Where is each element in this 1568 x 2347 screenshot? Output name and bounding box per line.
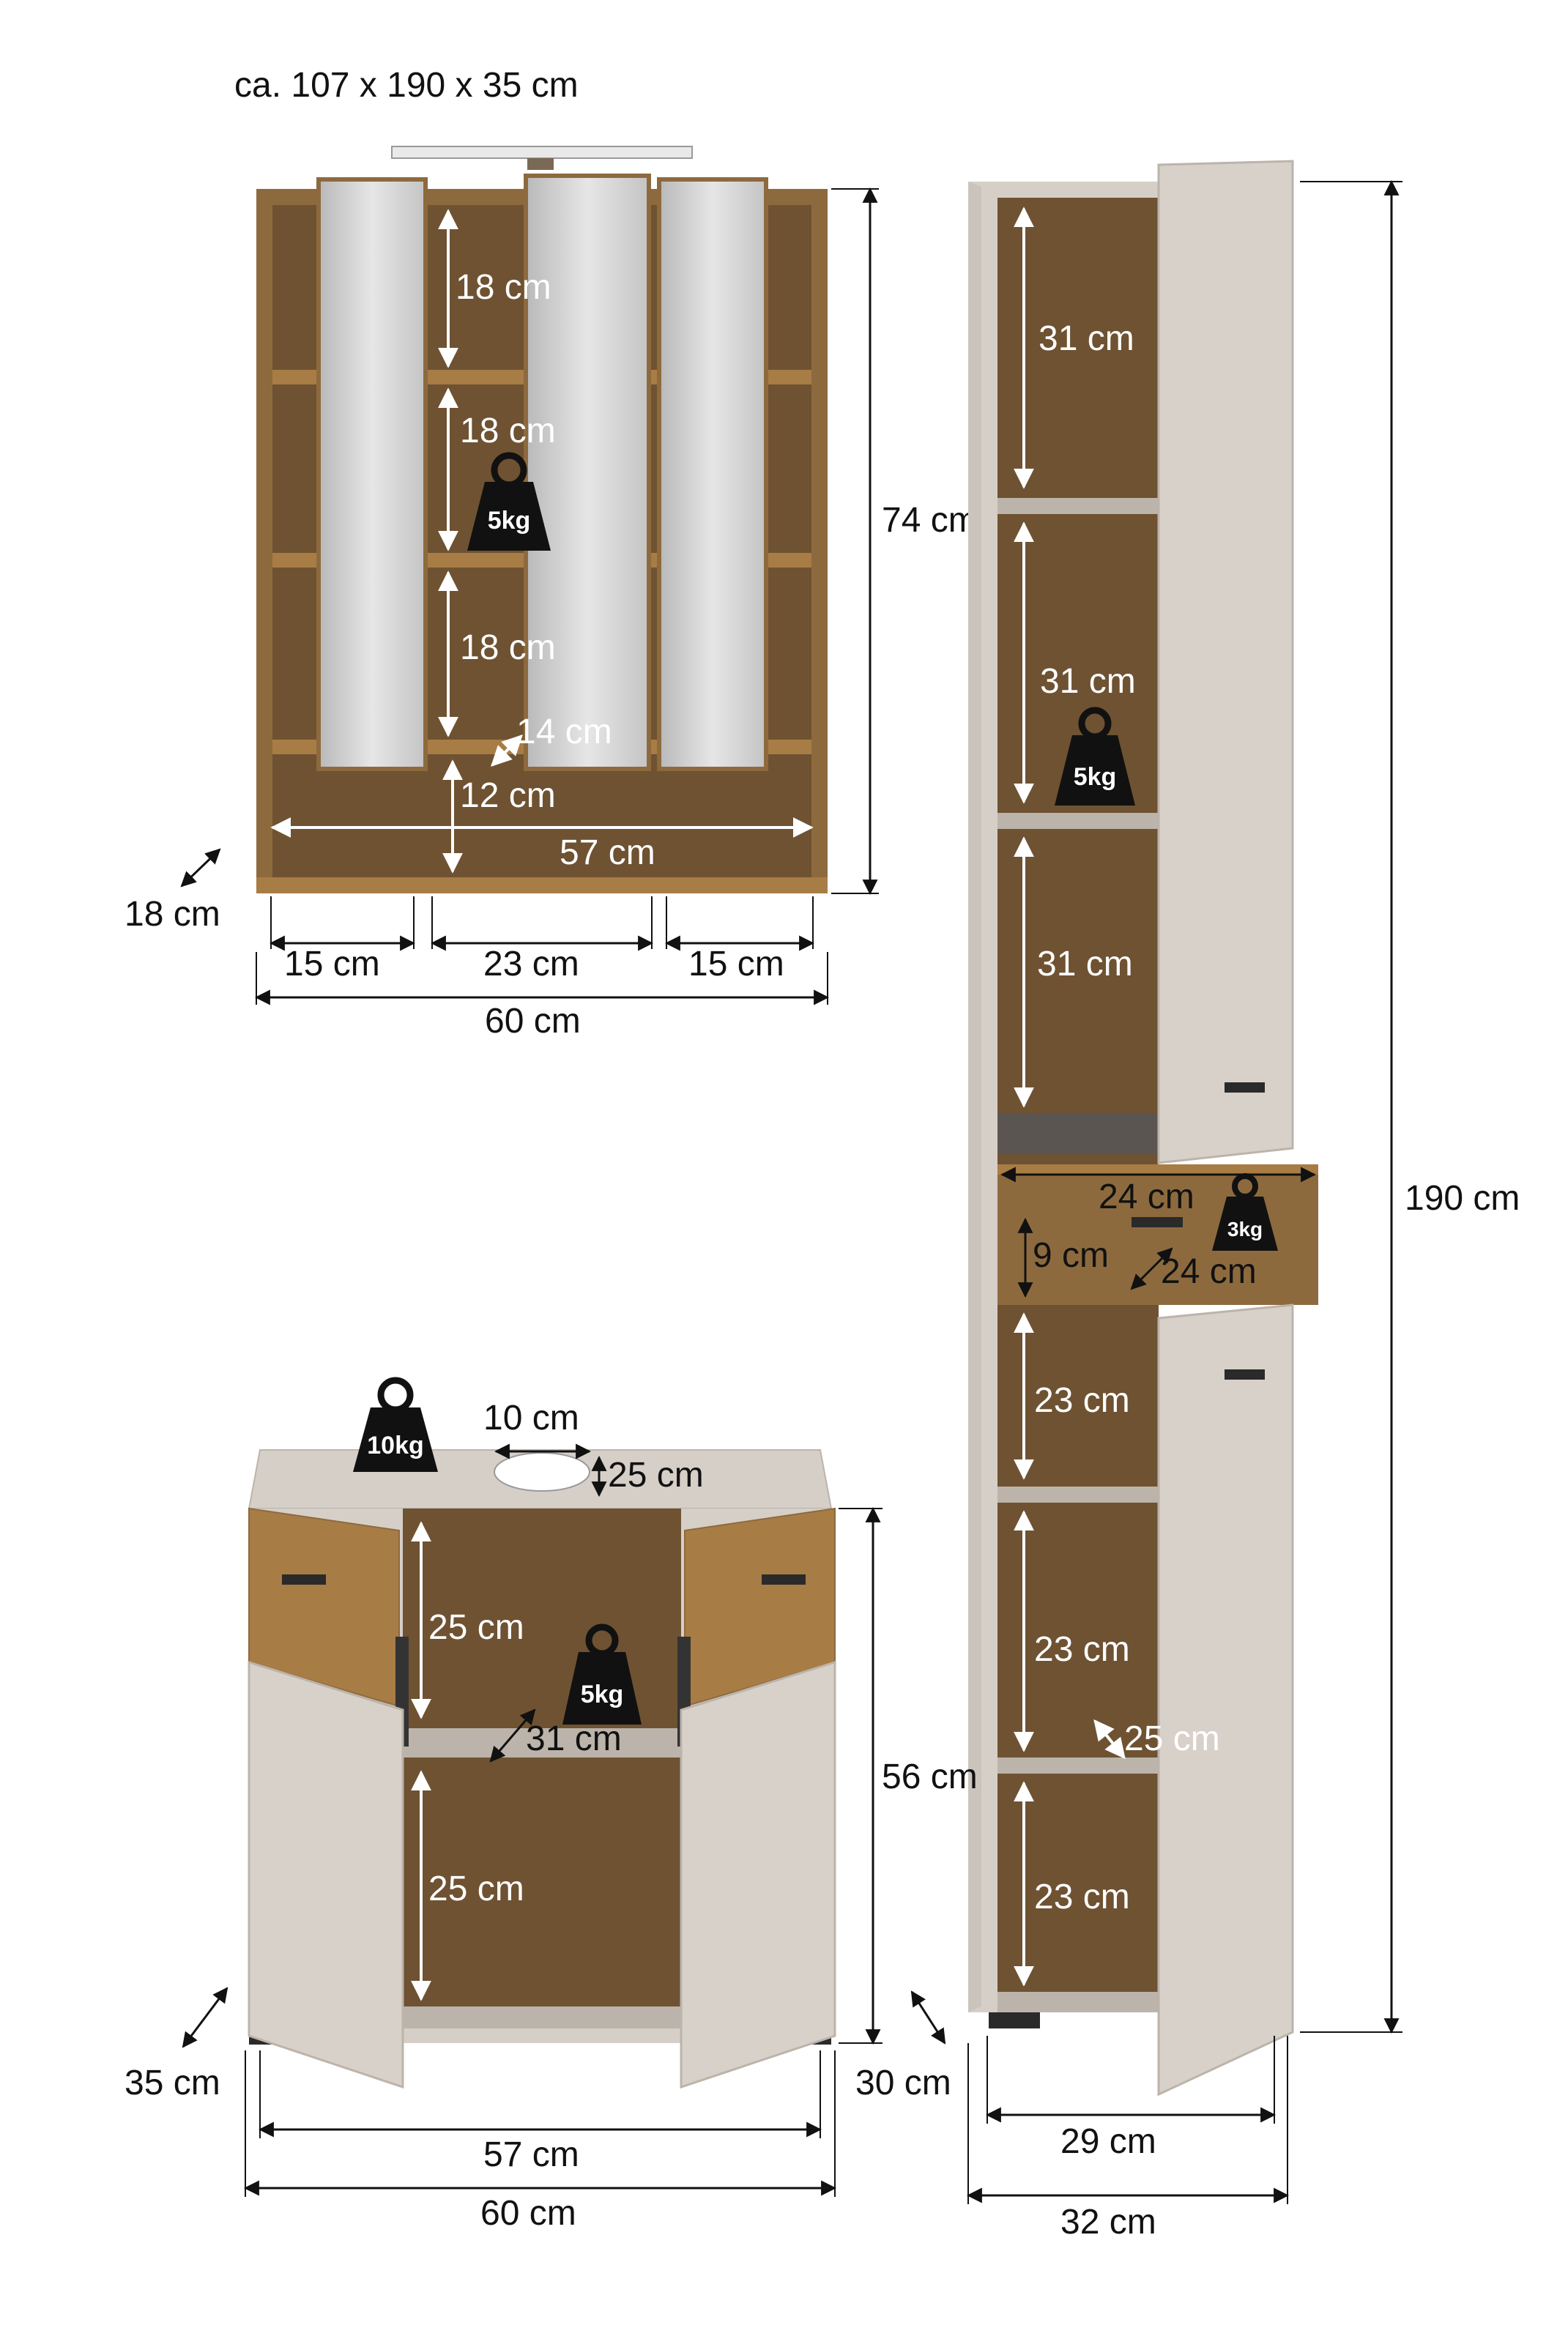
weight-label: 3kg [1227, 1218, 1263, 1241]
weight-badge: 5kg [1055, 707, 1135, 806]
drawer-handle [1132, 1217, 1183, 1227]
door-handle [1225, 1369, 1265, 1380]
weight-badge: 10kg [353, 1377, 438, 1472]
lamp-mount [527, 158, 554, 170]
mirror-lamp [391, 146, 693, 159]
shelf-depth-label: 25 cm [1124, 1719, 1220, 1758]
mirror-door-left [316, 177, 428, 771]
shelf-height-label: 23 cm [1034, 1381, 1130, 1420]
mirror-door-center [524, 174, 651, 771]
mirror-door-right [657, 177, 768, 771]
cabinet-foot [989, 2012, 1040, 2028]
shelf [997, 813, 1159, 829]
height-label: 190 cm [1405, 1179, 1520, 1218]
door-handle [1225, 1082, 1265, 1093]
upper-door [1157, 160, 1294, 1164]
shelf [997, 1487, 1159, 1503]
width-label: 32 cm [1060, 2203, 1156, 2242]
shelf-height-label: 31 cm [1038, 319, 1134, 358]
depth-arrow [180, 848, 221, 888]
shelf-depth-label: 31 cm [526, 1719, 622, 1758]
shelf-height-label: 18 cm [460, 412, 556, 450]
drawer-handle [282, 1574, 326, 1585]
weight-label: 5kg [488, 507, 531, 535]
weight-label: 5kg [581, 1681, 624, 1708]
depth-label: 30 cm [855, 2064, 951, 2102]
shelf [997, 498, 1159, 514]
shelf-height-label: 18 cm [456, 268, 551, 307]
inner-width-label: 29 cm [1060, 2122, 1156, 2161]
shelf-depth-label: 14 cm [516, 713, 612, 751]
drawer-height-label: 9 cm [1033, 1236, 1109, 1275]
inner-width-label: 57 cm [560, 833, 655, 872]
depth-label: 35 cm [125, 2064, 220, 2102]
depth-arrow [910, 1990, 946, 2045]
drawer-handle [762, 1574, 806, 1585]
siphon-cutout [494, 1452, 590, 1492]
drawer-depth-arrow [1130, 1247, 1173, 1290]
width-label: 60 cm [480, 2194, 576, 2233]
tall-cabinet: 31 cm 31 cm 31 cm 5kg 24 cm 9 cm 24 cm 3… [855, 160, 1520, 2242]
bottom-board [997, 1992, 1159, 2012]
compartment-width-label: 23 cm [483, 945, 579, 983]
shelf [997, 1113, 1159, 1154]
shelf-depth-arrow [489, 1708, 536, 1763]
drawer-depth-label: 24 cm [1161, 1252, 1257, 1291]
vanity-interior [403, 1509, 681, 2021]
height-label: 56 cm [882, 1758, 978, 1796]
compartment-width-label: 15 cm [284, 945, 380, 983]
width-label: 60 cm [485, 1002, 581, 1041]
weight-badge: 3kg [1212, 1173, 1278, 1251]
shelf-height-label: 31 cm [1037, 945, 1133, 983]
compartment-height-label: 25 cm [428, 1608, 524, 1647]
vanity-door-left [248, 1660, 404, 2089]
cutout-depth-label: 25 cm [608, 1456, 704, 1495]
lower-door [1157, 1303, 1294, 2097]
shelf [997, 1758, 1159, 1774]
vanity-door-right [680, 1660, 836, 2089]
shelf-height-label: 23 cm [1034, 1630, 1130, 1669]
shelf-height-label: 23 cm [1034, 1878, 1130, 1916]
compartment-height-label: 25 cm [428, 1870, 524, 1908]
shelf-height-label: 31 cm [1040, 662, 1136, 701]
weight-label: 5kg [1074, 763, 1117, 791]
bottom-height-label: 12 cm [460, 776, 556, 815]
bottom-board [256, 877, 828, 893]
shelf-depth-arrow [491, 734, 523, 767]
vanity-cabinet: 10kg 10 cm 25 cm 25 cm 31 cm 25 cm 5kg 5… [125, 1377, 978, 2233]
depth-label: 18 cm [125, 895, 220, 934]
inner-width-label: 57 cm [483, 2135, 579, 2174]
bottom-board [403, 2006, 681, 2028]
shelf-depth-arrow [1093, 1719, 1126, 1760]
weight-badge: 5kg [467, 452, 551, 551]
shelf-height-label: 18 cm [460, 628, 556, 667]
mirror-cabinet: 18 cm 18 cm 18 cm 14 cm 12 cm 57 cm 5kg … [125, 146, 978, 1041]
height-label: 74 cm [882, 501, 978, 540]
weight-label: 10kg [367, 1432, 424, 1459]
drawer-width-label: 24 cm [1099, 1178, 1194, 1216]
product-size-title: ca. 107 x 190 x 35 cm [234, 66, 579, 105]
compartment-width-label: 15 cm [688, 945, 784, 983]
shelf [403, 1728, 681, 1758]
depth-arrow [182, 1987, 228, 2048]
weight-badge: 5kg [562, 1623, 642, 1725]
cutout-width-label: 10 cm [483, 1399, 579, 1437]
